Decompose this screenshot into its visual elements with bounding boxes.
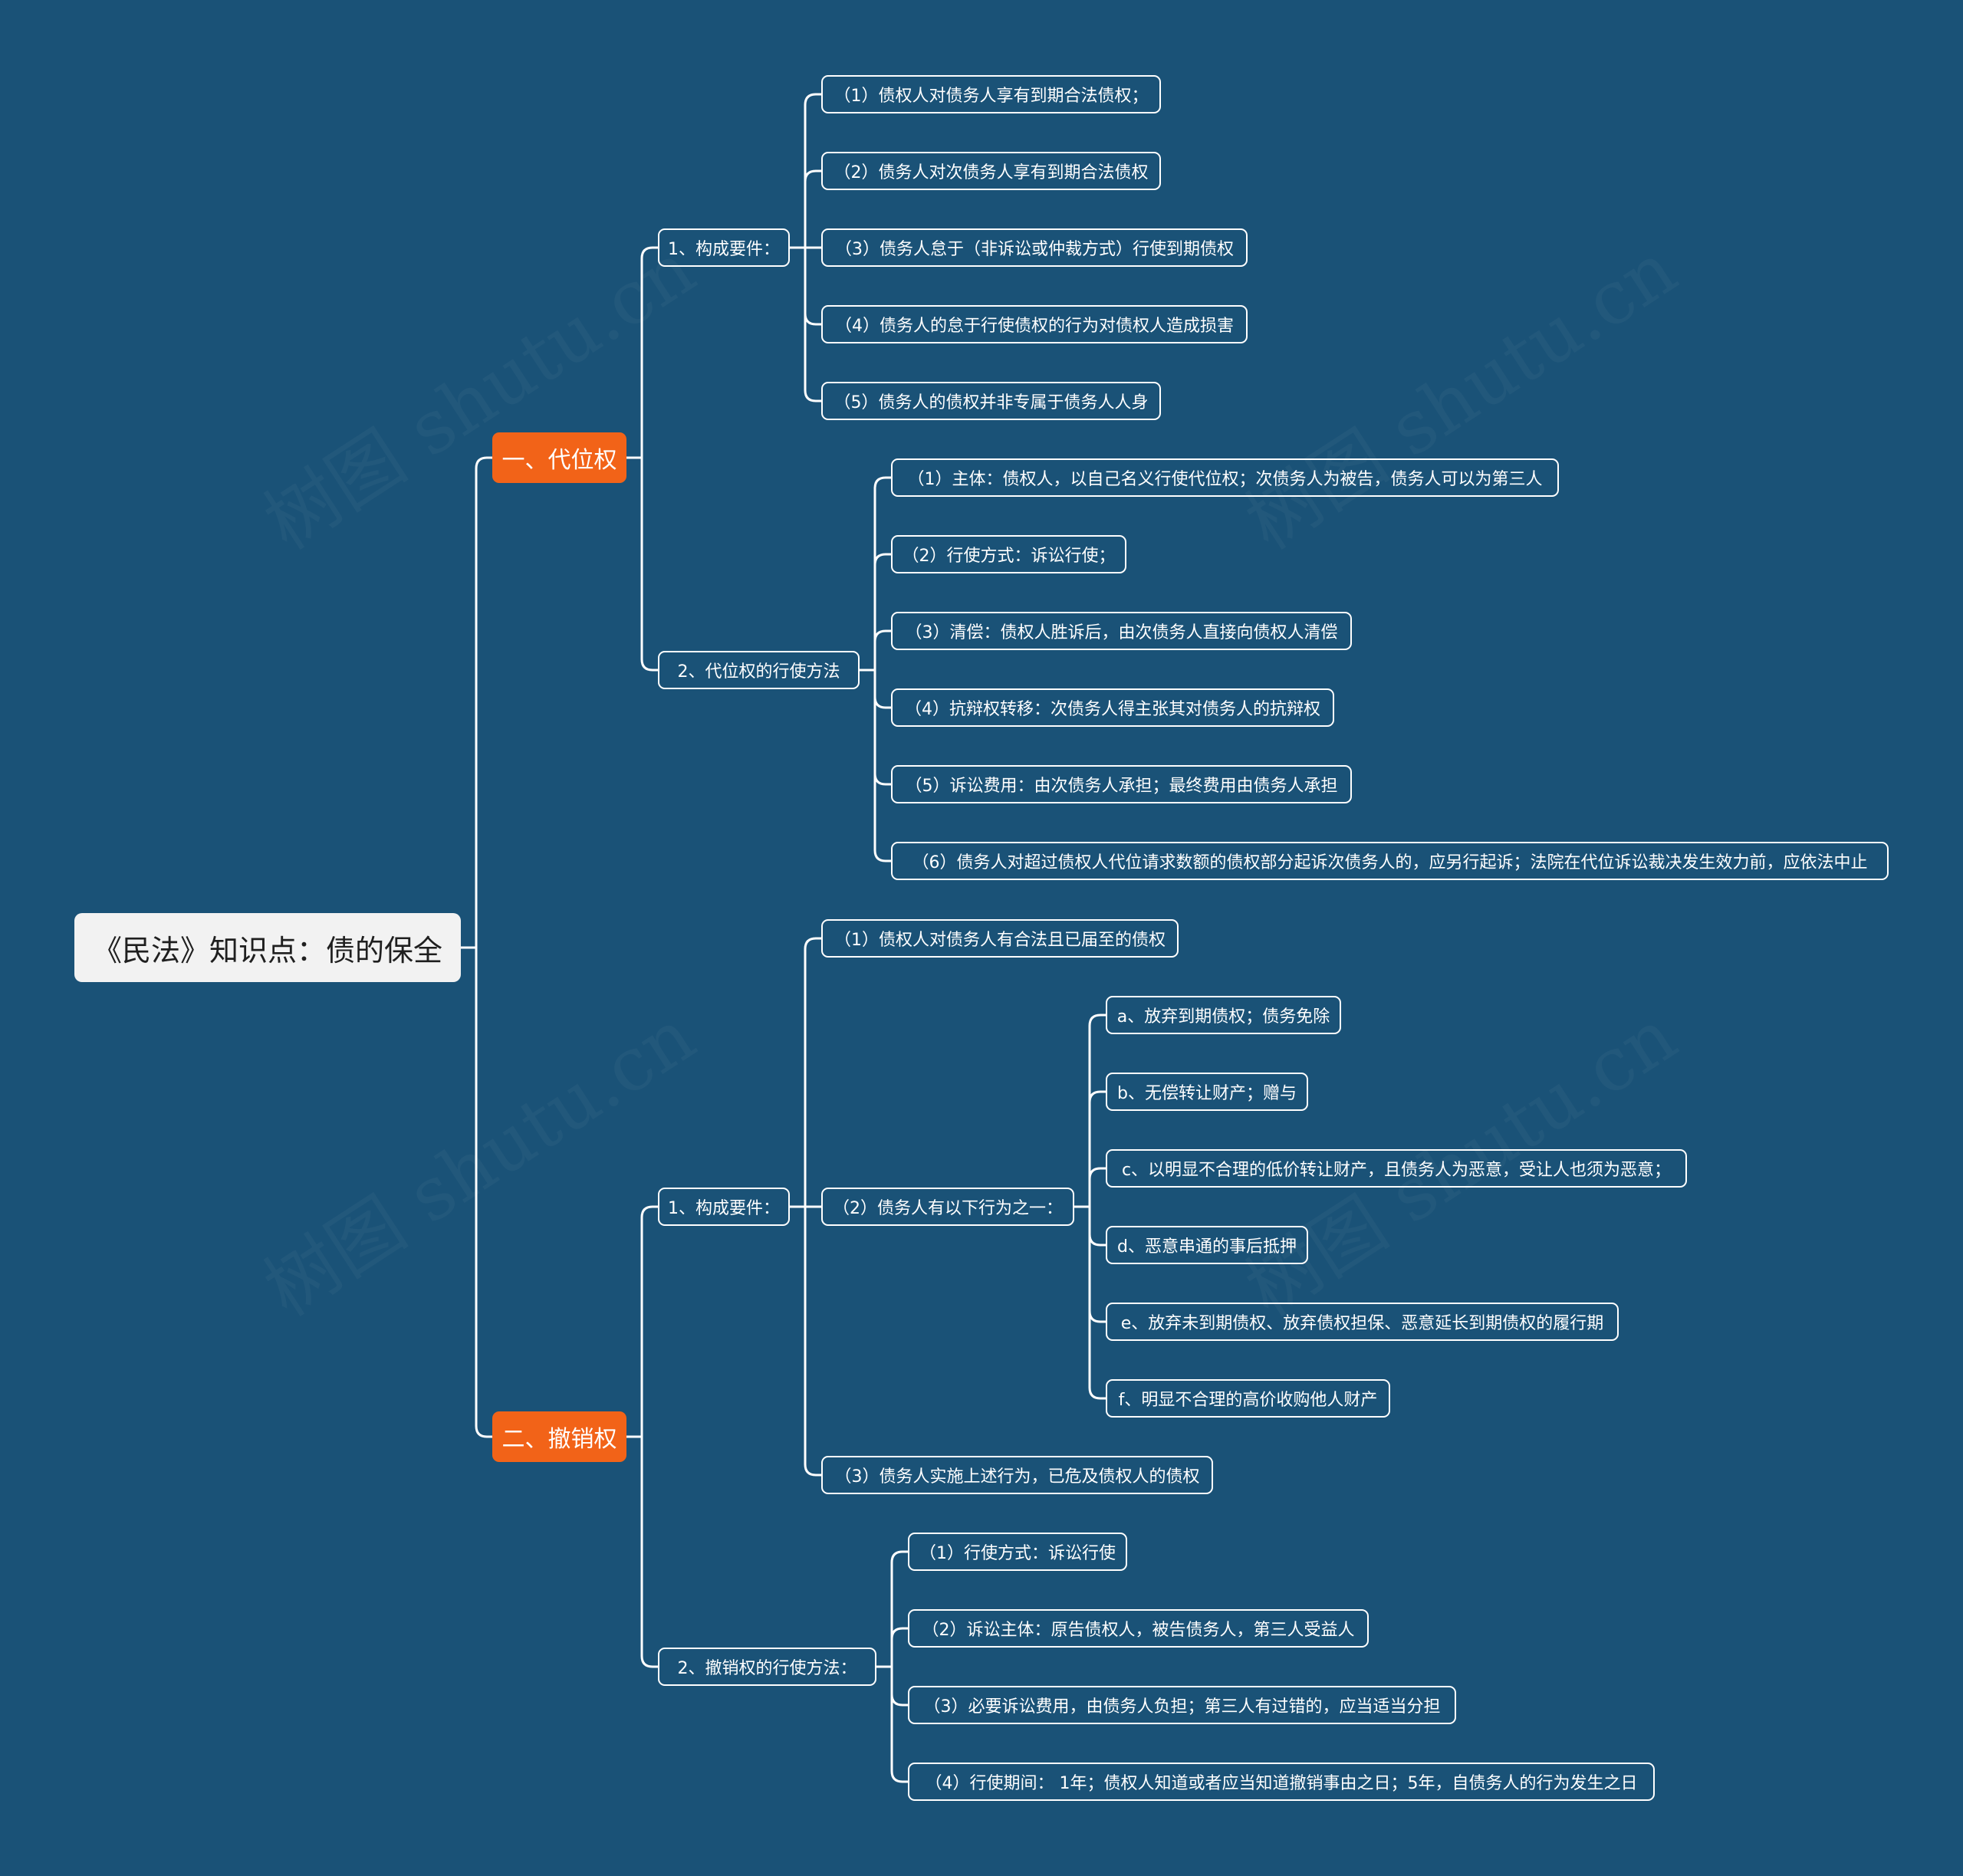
rev-method[interactable]: 2、撤销权的行使方法：	[658, 1648, 876, 1686]
connector-line	[873, 553, 891, 670]
sub-req-item[interactable]: （1）债权人对债务人享有到期合法债权；	[821, 75, 1161, 113]
connector-line	[1088, 1014, 1106, 1207]
rev-method-item[interactable]: （3）必要诉讼费用，由债务人负担；第三人有过错的，应当适当分担	[908, 1686, 1456, 1724]
connector-line	[804, 937, 821, 1207]
rev-method-item[interactable]: （4）行使期间： 1年；债权人知道或者应当知道撤销事由之日；5年，自债务人的行为…	[908, 1763, 1655, 1801]
sub-method-item[interactable]: （3）清偿：债权人胜诉后，由次债务人直接向债权人清偿	[891, 612, 1352, 650]
connector-line	[1088, 1090, 1106, 1207]
connector-line	[890, 1667, 908, 1707]
connector-line	[640, 246, 658, 458]
rev-act-item[interactable]: d、恶意串通的事后抵押	[1106, 1226, 1308, 1264]
sub-method-item[interactable]: （2）行使方式：诉讼行使；	[891, 535, 1126, 573]
rev-req-item[interactable]: （3）债务人实施上述行为，已危及债权人的债权	[821, 1456, 1213, 1494]
connector-line	[873, 670, 891, 786]
connector-line	[804, 248, 821, 326]
sub-requirements[interactable]: 1、构成要件：	[658, 228, 790, 267]
rev-req-item[interactable]: （1）债权人对债务人有合法且已届至的债权	[821, 919, 1179, 958]
rev-act-item[interactable]: e、放弃未到期债权、放弃债权担保、恶意延长到期债权的履行期	[1106, 1303, 1619, 1341]
connector-line	[873, 670, 891, 709]
sub-method-item[interactable]: （1）主体：债权人，以自己名义行使代位权；次债务人为被告，债务人可以为第三人	[891, 458, 1559, 497]
connector-line	[804, 169, 821, 248]
sub-req-item[interactable]: （5）债务人的债权并非专属于债务人人身	[821, 382, 1161, 420]
connector-line	[804, 248, 821, 402]
connector-line	[873, 629, 891, 670]
connector-line	[1088, 1167, 1106, 1207]
rev-act-item[interactable]: f、明显不合理的高价收购他人财产	[1106, 1379, 1390, 1418]
rev-act-item[interactable]: b、无偿转让财产；赠与	[1106, 1073, 1308, 1111]
sub-method[interactable]: 2、代位权的行使方法	[658, 651, 860, 689]
connector-line	[890, 1627, 908, 1667]
sub-method-item[interactable]: （4）抗辩权转移：次债务人得主张其对债务人的抗辩权	[891, 688, 1334, 727]
connector-line	[640, 1437, 658, 1668]
sub-req-item[interactable]: （3）债务人怠于（非诉讼或仲裁方式）行使到期债权	[821, 228, 1248, 267]
connector-line	[873, 670, 891, 862]
sub-method-item[interactable]: （5）诉讼费用：由次债务人承担；最终费用由债务人承担	[891, 765, 1352, 803]
root-topic[interactable]: 《民法》知识点：债的保全	[74, 913, 461, 982]
connector-line	[804, 1207, 821, 1477]
rev-method-item[interactable]: （1）行使方式：诉讼行使	[908, 1533, 1127, 1571]
rev-method-item[interactable]: （2）诉讼主体：原告债权人，被告债务人，第三人受益人	[908, 1609, 1369, 1648]
branch-revocation[interactable]: 二、撤销权	[492, 1411, 626, 1462]
connector-line	[475, 456, 492, 948]
sub-req-item[interactable]: （4）债务人的怠于行使债权的行为对债权人造成损害	[821, 305, 1248, 343]
rev-requirements[interactable]: 1、构成要件：	[658, 1188, 790, 1226]
connector-line	[1088, 1207, 1106, 1323]
sub-req-item[interactable]: （2）债务人对次债务人享有到期合法债权	[821, 152, 1161, 190]
connector-line	[890, 1667, 908, 1783]
branch-subrogation[interactable]: 一、代位权	[492, 432, 626, 483]
connector-line	[1088, 1207, 1106, 1247]
connector-line	[804, 93, 821, 248]
rev-act-item[interactable]: a、放弃到期债权；债务免除	[1106, 996, 1341, 1034]
connector-line	[640, 1205, 658, 1437]
sub-method-item[interactable]: （6）债务人对超过债权人代位请求数额的债权部分起诉次债务人的，应另行起诉；法院在…	[891, 842, 1889, 880]
connector-line	[1088, 1207, 1106, 1400]
rev-act-item[interactable]: c、以明显不合理的低价转让财产，且债务人为恶意，受让人也须为恶意；	[1106, 1149, 1687, 1188]
connector-line	[873, 476, 891, 670]
connector-line	[475, 948, 492, 1438]
connector-line	[890, 1550, 908, 1667]
connector-line	[640, 458, 658, 672]
rev-acts[interactable]: （2）债务人有以下行为之一：	[821, 1188, 1074, 1226]
